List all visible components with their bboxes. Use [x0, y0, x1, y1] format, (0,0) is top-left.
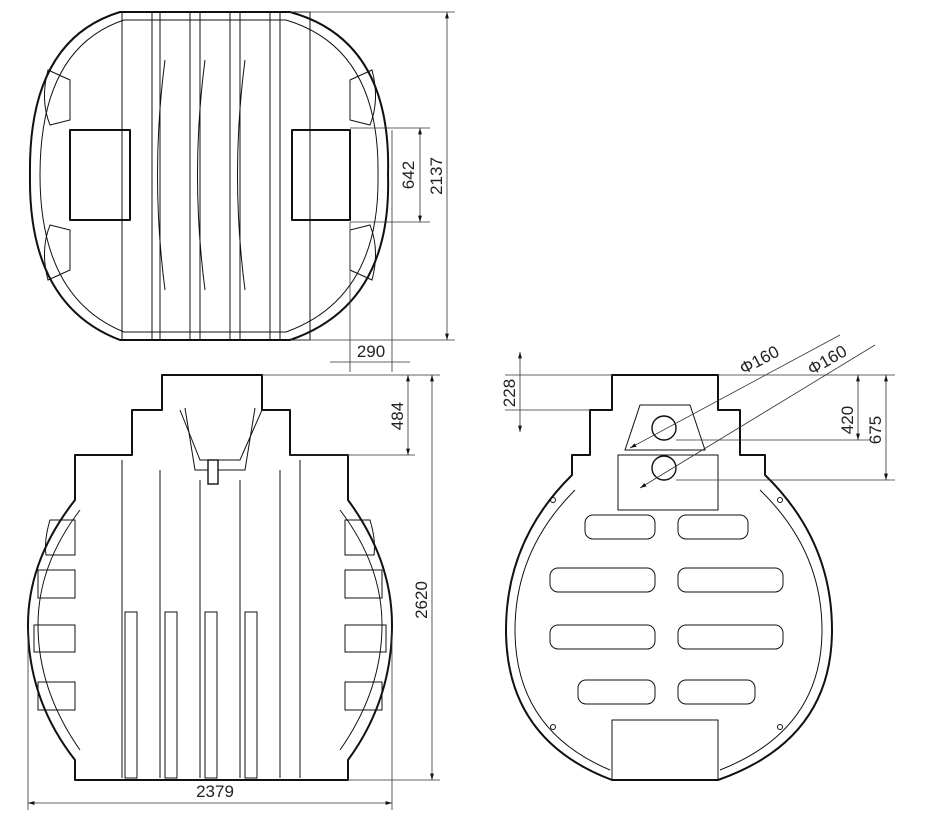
dim-side-height: 2620 [412, 581, 431, 619]
dim-top-offset: 290 [357, 342, 385, 361]
dim-side-neck: 484 [388, 402, 407, 430]
dim-end-inlet-2: 675 [866, 416, 885, 444]
top-view-ribs [121, 11, 311, 341]
end-view-grille [549, 514, 784, 705]
dim-side-width: 2379 [196, 782, 234, 801]
dim-end-neck: 228 [500, 379, 519, 407]
dim-end-inlet-1: 420 [838, 406, 857, 434]
dim-pipe-1: Φ160 [736, 342, 782, 378]
dim-top-inner: 642 [399, 161, 418, 189]
top-view: 2137 642 290 [28, 11, 455, 372]
side-view-ribs [121, 460, 301, 779]
side-view: 484 2620 2379 [27, 374, 440, 810]
dim-pipe-2: Φ160 [804, 342, 850, 379]
end-view: 228 420 675 Φ160 Φ160 [500, 334, 895, 781]
dim-top-height: 2137 [427, 157, 446, 195]
